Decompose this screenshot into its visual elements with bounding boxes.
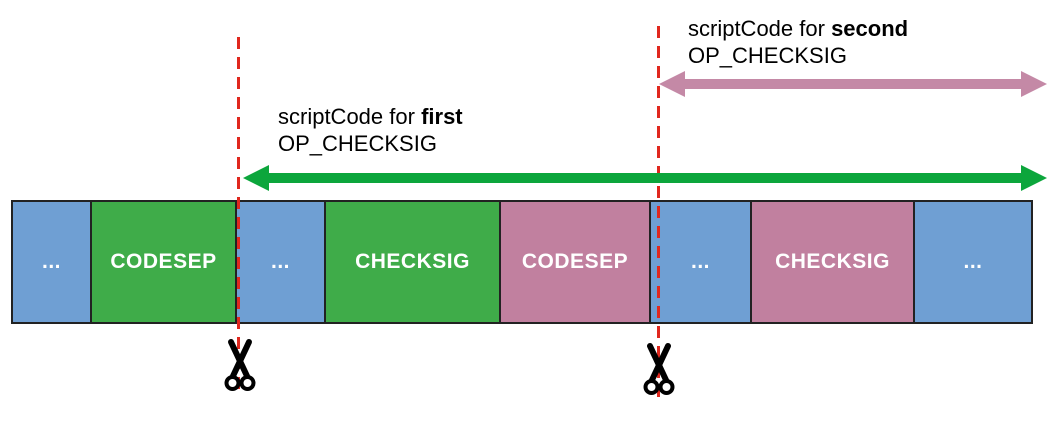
block-label: CODESEP: [521, 250, 629, 273]
scissors-icon: [224, 339, 256, 391]
block-checksig-2: CHECKSIG: [750, 200, 915, 324]
block-label: CHECKSIG: [775, 250, 890, 273]
block-label: ...: [963, 250, 983, 273]
block-label: ...: [270, 250, 290, 273]
block-ellipsis-3: ...: [649, 200, 752, 324]
cut-line-first: [237, 37, 240, 392]
block-label: ...: [690, 250, 710, 273]
scriptcode-first-label: scriptCode for first OP_CHECKSIG: [278, 103, 463, 157]
block-codesep-2: CODESEP: [499, 200, 651, 324]
scriptcode-first-opcode: OP_CHECKSIG: [278, 131, 437, 156]
scriptcode-first-arrow: [243, 165, 1047, 191]
scriptcode-second-prefix: scriptCode for: [688, 16, 832, 41]
scriptcode-second-emphasis: second: [831, 16, 909, 41]
block-label: ...: [41, 250, 61, 273]
block-ellipsis-1: ...: [11, 200, 92, 324]
scriptcode-second-opcode: OP_CHECKSIG: [688, 43, 847, 68]
scriptcode-first-prefix: scriptCode for: [278, 104, 422, 129]
scriptcode-first-emphasis: first: [421, 104, 463, 129]
script-blocks-row: ... CODESEP ... CHECKSIG CODESEP ... CHE…: [11, 200, 1033, 324]
block-ellipsis-4: ...: [913, 200, 1033, 324]
block-label: CHECKSIG: [355, 250, 470, 273]
scriptcode-second-label: scriptCode for second OP_CHECKSIG: [688, 15, 908, 69]
block-label: CODESEP: [110, 250, 217, 273]
scriptcode-second-arrow: [659, 71, 1047, 97]
block-codesep-1: CODESEP: [90, 200, 237, 324]
block-ellipsis-2: ...: [235, 200, 326, 324]
cut-line-second: [657, 26, 660, 397]
block-checksig-1: CHECKSIG: [324, 200, 501, 324]
